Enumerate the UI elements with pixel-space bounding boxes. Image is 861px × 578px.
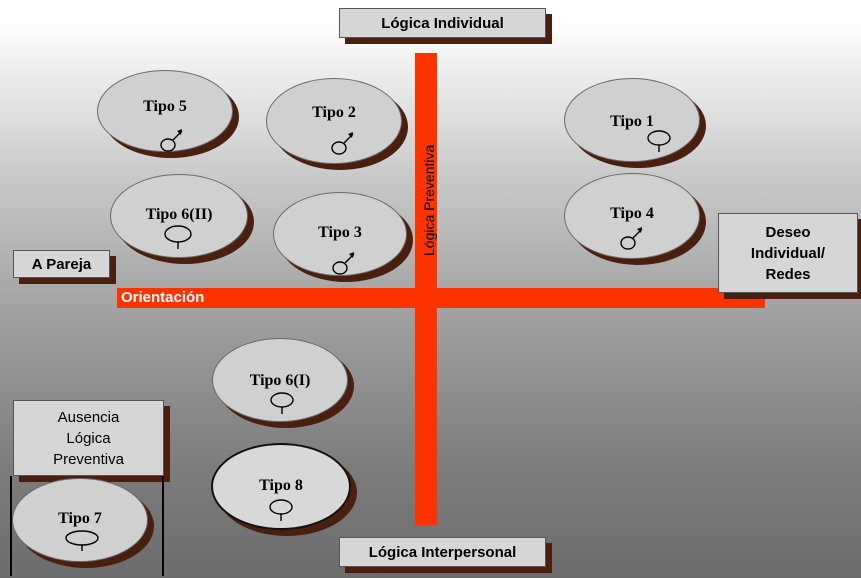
male-symbol-icon	[332, 252, 355, 275]
left-axis-box: A Pareja	[13, 250, 110, 278]
type-node-4: Tipo 4	[564, 173, 706, 265]
type-label: Tipo 6(I)	[249, 372, 311, 389]
type-label: Tipo 8	[259, 477, 303, 494]
right-axis-box: Deseo Individual/ Redes	[718, 213, 858, 293]
type-node-8: Tipo 8	[211, 443, 357, 536]
type-node-6-ii: Tipo 6(II)	[110, 174, 254, 264]
right-axis-line-2: Individual/	[750, 244, 826, 262]
male-symbol-icon	[160, 129, 183, 152]
type-label: Tipo 6(II)	[145, 206, 213, 223]
female-symbol-icon	[647, 130, 671, 152]
right-axis-line-3: Redes	[765, 265, 811, 283]
type-label: Tipo 5	[143, 98, 187, 115]
type-label: Tipo 7	[58, 510, 102, 527]
type-label: Tipo 2	[312, 104, 356, 121]
horizontal-axis	[117, 288, 765, 308]
type-node-6-i: Tipo 6(I)	[212, 338, 354, 428]
bottom-axis-box: Lógica Interpersonal	[339, 537, 546, 567]
horizontal-axis-label: Orientación	[121, 289, 205, 306]
female-symbol-icon	[164, 225, 192, 249]
absence-line-1: Ausencia	[57, 408, 120, 426]
type-node-7: Tipo 7	[12, 478, 154, 568]
male-symbol-icon	[331, 132, 354, 155]
vertical-axis-label: Lógica Preventiva	[421, 144, 437, 256]
absence-box: Ausencia Lógica Preventiva	[13, 400, 164, 476]
type-node-2: Tipo 2	[266, 78, 408, 170]
absence-line-3: Preventiva	[53, 450, 124, 468]
type-node-1: Tipo 1	[564, 78, 706, 168]
type-label: Tipo 1	[610, 113, 654, 130]
type-label: Tipo 4	[610, 205, 654, 222]
type-node-5: Tipo 5	[97, 70, 239, 158]
right-axis-line-1: Deseo	[765, 223, 811, 241]
type-node-3: Tipo 3	[273, 192, 413, 282]
female-symbol-icon	[65, 530, 99, 551]
male-symbol-icon	[620, 227, 643, 250]
female-symbol-icon	[269, 499, 293, 521]
absence-line-2: Lógica	[66, 429, 111, 447]
absence-bracket	[10, 476, 164, 576]
female-symbol-icon	[270, 392, 294, 414]
type-label: Tipo 3	[318, 224, 362, 241]
top-axis-box: Lógica Individual	[339, 8, 546, 38]
